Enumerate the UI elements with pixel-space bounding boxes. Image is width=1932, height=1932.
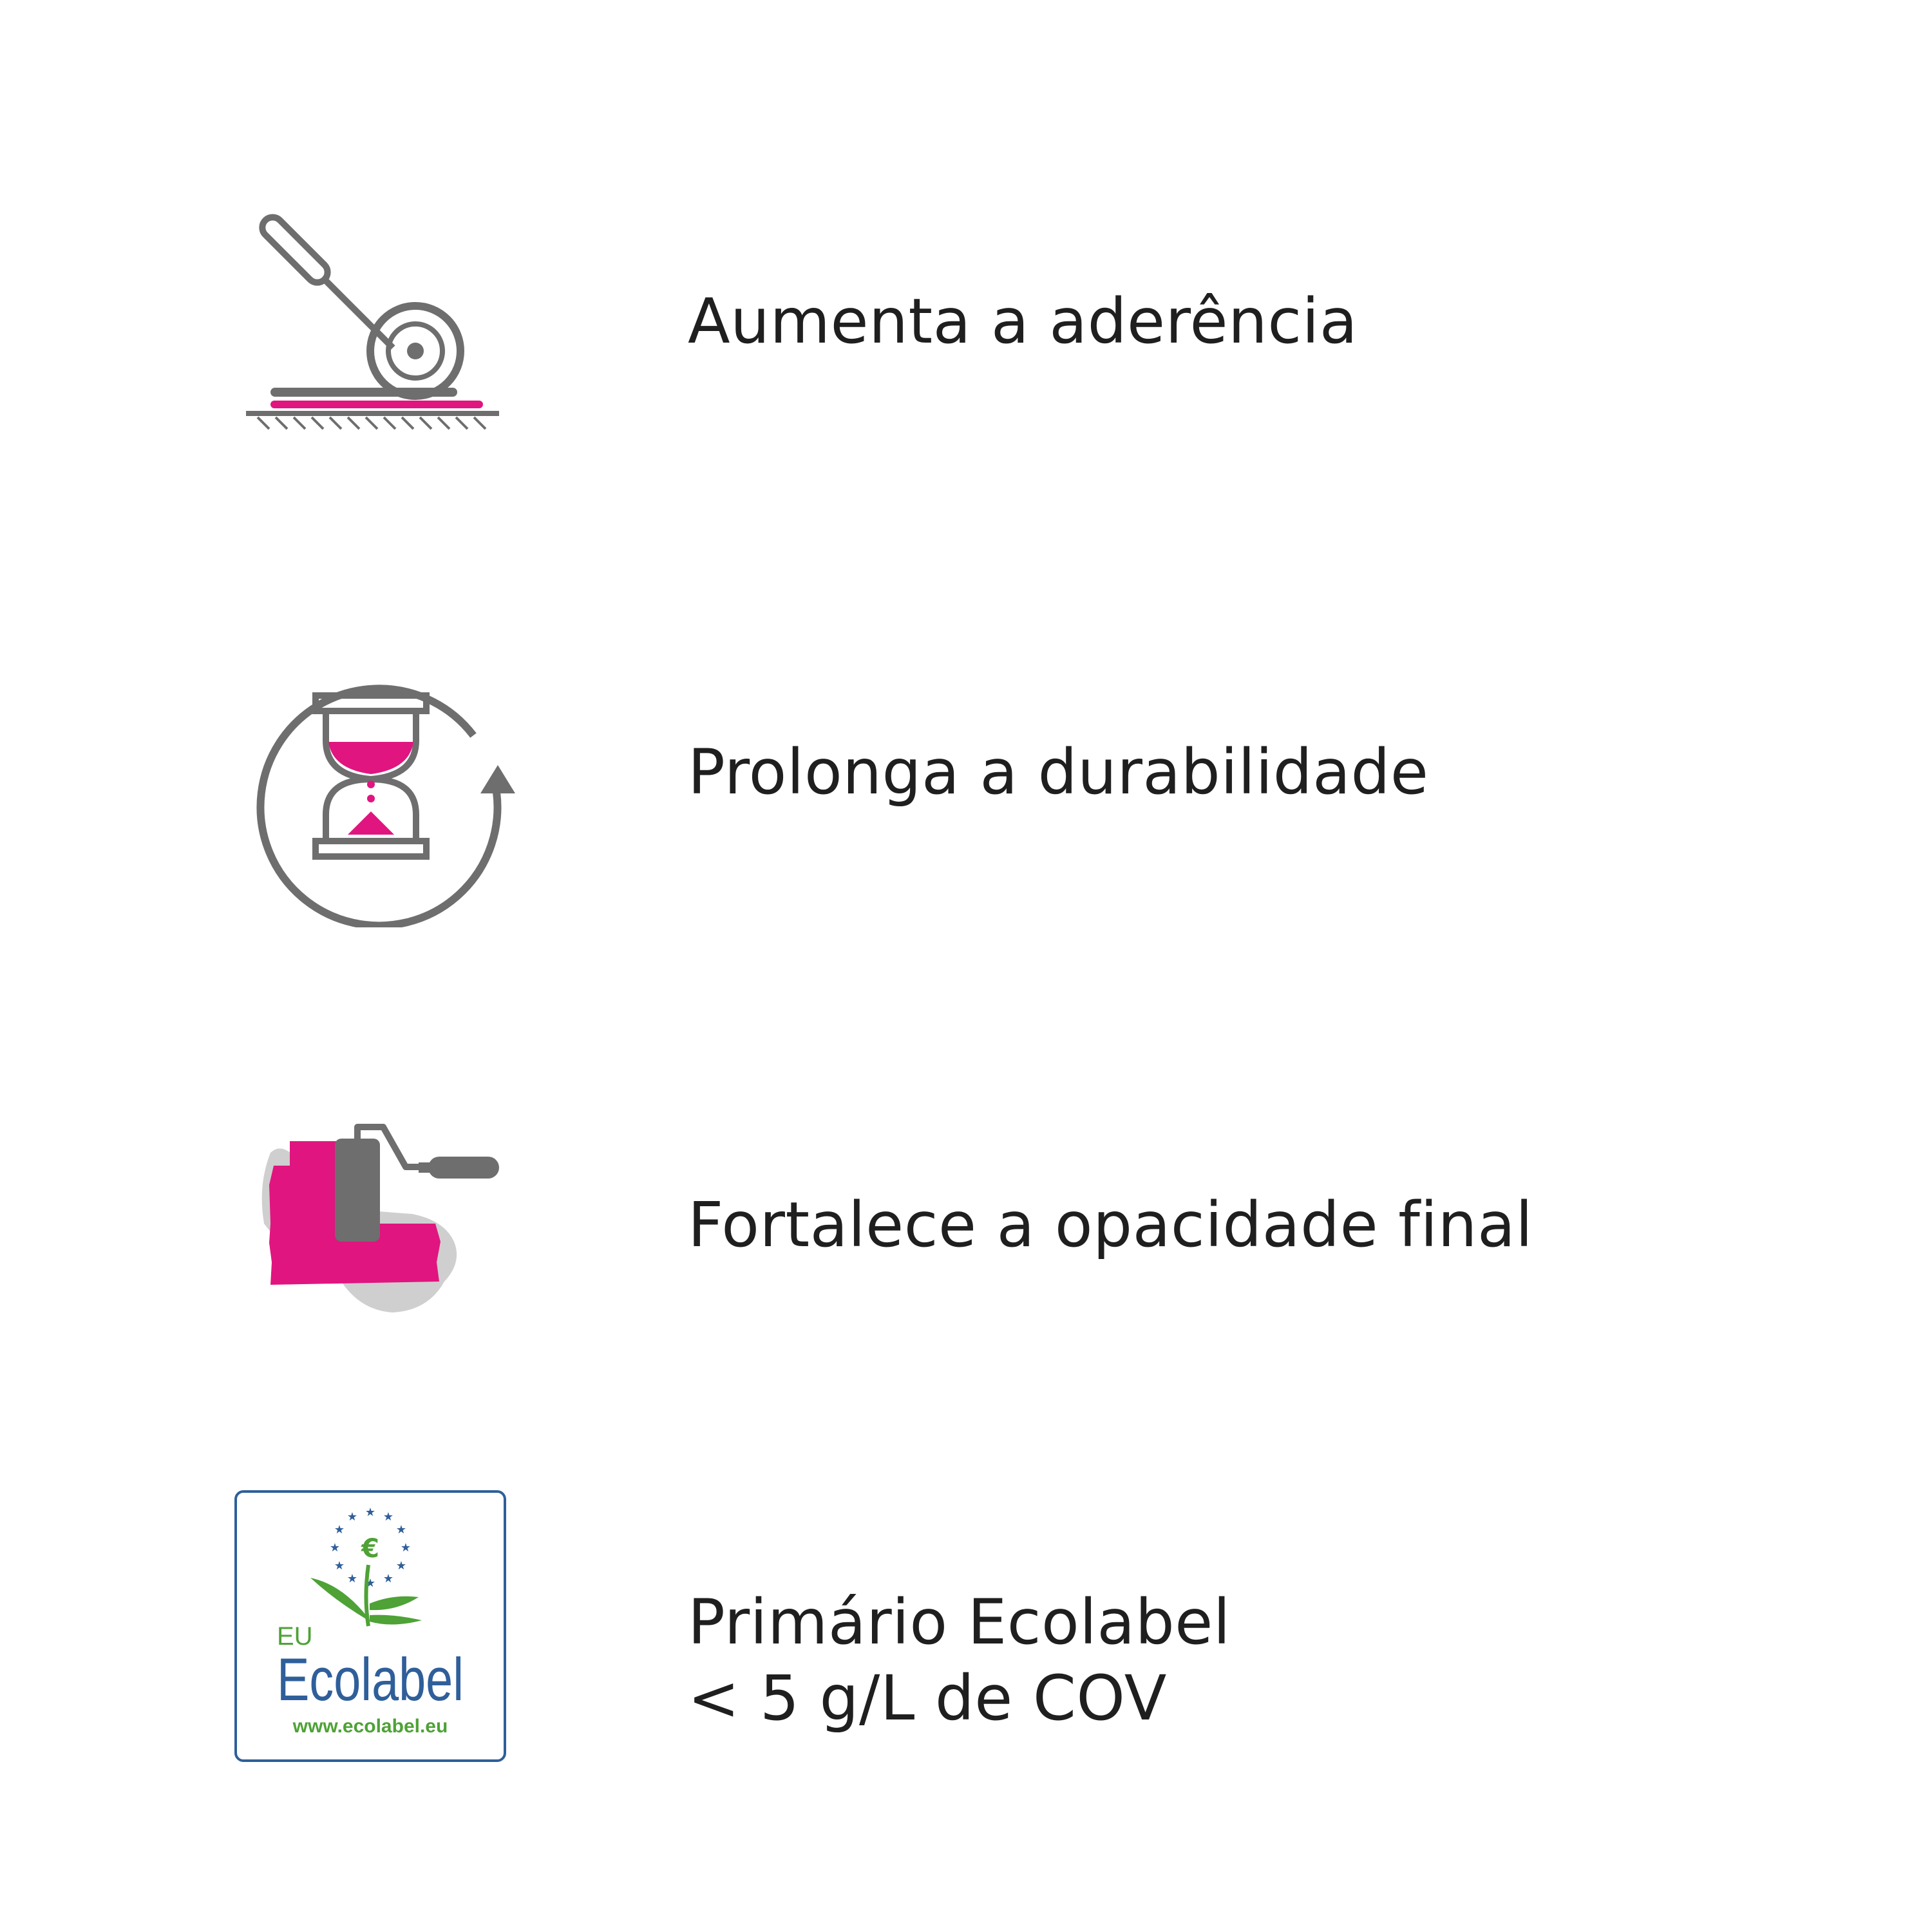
roller-adhesion-icon (232, 180, 528, 477)
svg-text:€: € (361, 1534, 379, 1564)
feature-durability-text: Prolonga a durabilidade (688, 736, 1429, 808)
svg-text:★: ★ (396, 1559, 406, 1573)
svg-text:★: ★ (347, 1572, 357, 1586)
feature-ecolabel-text: Primário Ecolabel < 5 g/L de COV (688, 1584, 1231, 1736)
svg-text:★: ★ (396, 1523, 406, 1537)
ecolabel-line-1: Primário Ecolabel (688, 1586, 1231, 1658)
feature-opacity-text: Fortalece a opacidade final (688, 1189, 1533, 1261)
feature-adhesion-text: Aumenta a aderência (688, 285, 1358, 357)
hourglass-durability-icon (232, 631, 528, 927)
ecolabel-name-text: Ecolabel (277, 1645, 464, 1713)
svg-text:★: ★ (383, 1510, 393, 1524)
svg-text:★: ★ (401, 1541, 411, 1555)
svg-text:★: ★ (347, 1510, 357, 1524)
ecolabel-eu-text: EU (277, 1622, 313, 1651)
svg-text:★: ★ (330, 1541, 340, 1555)
svg-text:★: ★ (365, 1506, 375, 1519)
svg-text:★: ★ (334, 1523, 345, 1537)
ecolabel-line-2: < 5 g/L de COV (688, 1662, 1167, 1734)
paint-roller-opacity-icon (232, 1088, 528, 1385)
svg-text:★: ★ (334, 1559, 345, 1573)
svg-text:★: ★ (383, 1572, 393, 1586)
ecolabel-url-text: www.ecolabel.eu (292, 1716, 448, 1737)
eu-ecolabel-logo: ★ ★ ★ ★ ★ ★ ★ ★ ★ ★ ★ ★ € EU Ecolabel ww… (232, 1488, 528, 1784)
